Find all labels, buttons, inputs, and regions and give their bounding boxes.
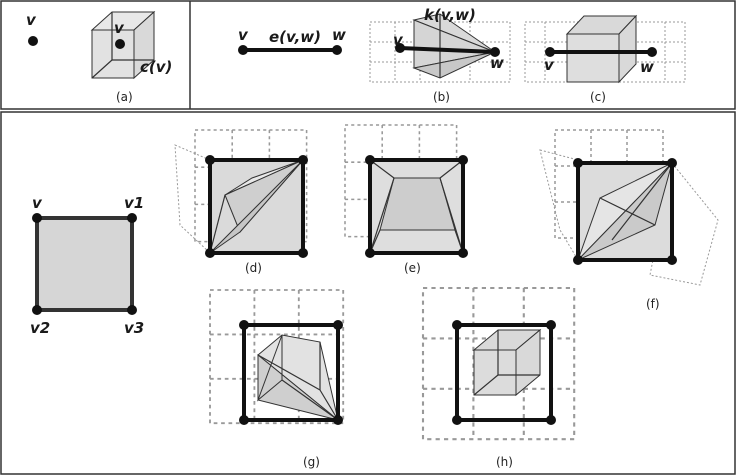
label-v-kernel: v (393, 31, 404, 49)
panel-h: (h) (421, 286, 576, 469)
panel-d: (d) (174, 129, 308, 275)
label-v-edge: v (238, 26, 249, 44)
panel-g: (g) (209, 289, 345, 469)
panel-f: (f) (539, 129, 719, 311)
label-v2: v2 (30, 319, 50, 337)
label-k-vw: k(v,w) (424, 6, 476, 24)
label-v3: v3 (124, 319, 144, 337)
panel-b-kernel: v w k(v,w) (b) (369, 6, 511, 104)
label-e-vw: e(v,w) (269, 28, 321, 46)
label-c-v: c(v) (140, 58, 172, 76)
label-v1: v1 (124, 194, 144, 212)
label-w-edge: w (332, 26, 346, 44)
caption-d: (d) (245, 261, 262, 275)
caption-e: (e) (404, 261, 421, 275)
caption-h: (h) (496, 455, 513, 469)
panel-b-edge: v e(v,w) w (238, 26, 346, 55)
vertex-v-dot (28, 36, 38, 46)
vertex-v-center-dot (115, 39, 125, 49)
caption-f: (f) (646, 297, 660, 311)
panel-a: v v c(v) (a) (26, 10, 172, 104)
label-w-kernel: w (490, 54, 504, 72)
label-w-c: w (640, 58, 654, 76)
label-v-cube: v (114, 19, 125, 37)
caption-b: (b) (433, 90, 450, 104)
caption-a: (a) (116, 90, 133, 104)
panel-square: v v1 v2 v3 (30, 194, 144, 337)
bottom-panel-frame (0, 111, 736, 475)
top-panel-frame (0, 0, 736, 110)
label-v-square: v (32, 194, 43, 212)
panel-c: v w (c) (524, 14, 686, 104)
panel-e: (e) (344, 124, 468, 275)
caption-g: (g) (303, 455, 320, 469)
caption-c: (c) (590, 90, 606, 104)
label-v-left: v (26, 11, 37, 29)
label-v-c: v (544, 56, 555, 74)
